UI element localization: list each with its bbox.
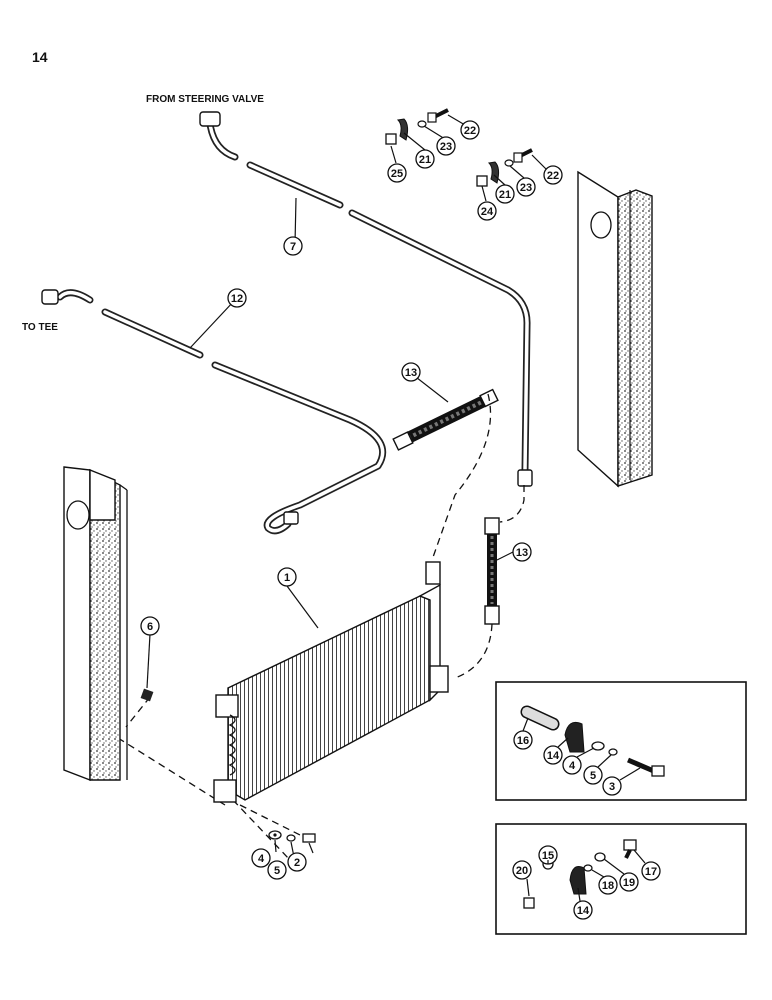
part-6-nut: [140, 688, 154, 702]
svg-text:23: 23: [520, 182, 532, 194]
inset-box-clamp-assembly-1: [495, 681, 747, 801]
callout-22-upper: 22: [460, 120, 480, 140]
radiator-mount-hardware: [268, 830, 316, 843]
svg-text:21: 21: [419, 154, 431, 166]
svg-text:3: 3: [609, 781, 615, 793]
callout-25: 25: [387, 163, 407, 183]
leader-lines: [146, 114, 548, 863]
oil-cooler: [213, 561, 449, 803]
callout-21-upper: 21: [415, 149, 435, 169]
svg-text:16: 16: [517, 735, 529, 747]
svg-text:15: 15: [542, 850, 554, 862]
callout-13-upper: 13: [401, 362, 421, 382]
clip-hardware-upper: [385, 108, 449, 145]
svg-text:21: 21: [499, 189, 511, 201]
connection-lines: [117, 393, 525, 861]
callout-13-lower: 13: [512, 542, 532, 562]
svg-text:14: 14: [547, 750, 560, 762]
svg-text:17: 17: [645, 866, 657, 878]
svg-text:5: 5: [590, 770, 596, 782]
svg-text:14: 14: [577, 905, 590, 917]
svg-text:20: 20: [516, 865, 528, 877]
svg-text:6: 6: [147, 621, 153, 633]
callout-18: 18: [598, 875, 618, 895]
svg-text:4: 4: [569, 760, 576, 772]
callout-7: 7: [283, 236, 303, 256]
callouts: 1 2 4 5 6 7 12 13 13 21 21 22 22 23 23 2…: [140, 120, 661, 920]
callout-5-inset: 5: [583, 765, 603, 785]
tube-7-steering-line: [199, 111, 533, 487]
label-from-steering-valve: FROM STEERING VALVE: [146, 94, 264, 105]
hose-13-upper: [392, 388, 499, 451]
callout-2: 2: [287, 852, 307, 872]
svg-text:23: 23: [440, 141, 452, 153]
svg-text:13: 13: [516, 547, 528, 559]
label-to-tee: TO TEE: [22, 322, 58, 333]
tube-12-return-line: [41, 289, 386, 535]
callout-19: 19: [619, 872, 639, 892]
callout-4-inset: 4: [562, 755, 582, 775]
callout-4-lower: 4: [251, 848, 271, 868]
callout-1: 1: [277, 567, 297, 587]
callout-20: 20: [512, 860, 532, 880]
svg-text:12: 12: [231, 293, 243, 305]
svg-text:24: 24: [481, 206, 494, 218]
inset-leader-lines: [522, 717, 646, 902]
callout-21-lower: 21: [495, 184, 515, 204]
callout-14-upper: 14: [543, 745, 563, 765]
callout-16: 16: [513, 730, 533, 750]
callout-3: 3: [602, 776, 622, 796]
svg-text:22: 22: [464, 125, 476, 137]
left-shroud-panel: [63, 466, 128, 782]
callout-12: 12: [227, 288, 247, 308]
callout-17: 17: [641, 861, 661, 881]
svg-text:2: 2: [294, 857, 300, 869]
callout-23-lower: 23: [516, 177, 536, 197]
svg-text:13: 13: [405, 367, 417, 379]
callout-14-lower: 14: [573, 900, 593, 920]
page-number: 14: [32, 49, 48, 65]
hose-13-lower: [484, 517, 500, 625]
callout-23-upper: 23: [436, 136, 456, 156]
svg-text:4: 4: [258, 853, 265, 865]
svg-text:1: 1: [284, 572, 290, 584]
svg-text:7: 7: [290, 241, 296, 253]
right-shroud-panel: [577, 170, 653, 488]
callout-24: 24: [477, 201, 497, 221]
callout-6: 6: [140, 616, 160, 636]
svg-text:19: 19: [623, 877, 635, 889]
callout-22-lower: 22: [543, 165, 563, 185]
svg-text:25: 25: [391, 168, 403, 180]
svg-text:22: 22: [547, 170, 559, 182]
svg-text:18: 18: [602, 880, 614, 892]
svg-text:5: 5: [274, 865, 280, 877]
callout-5-lower: 5: [267, 860, 287, 880]
